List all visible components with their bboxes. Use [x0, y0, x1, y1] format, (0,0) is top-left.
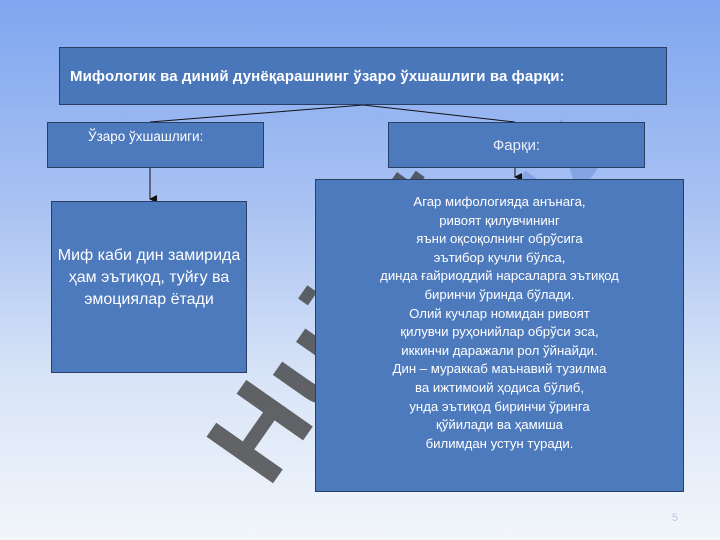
difference-line: биринчи ўринда бўлади.	[424, 286, 575, 302]
difference-line: қўйилади ва ҳамиша	[436, 417, 563, 433]
difference-line: эътибор кучли бўлса,	[433, 249, 566, 265]
diagram-title-box: Мифологик ва диний дунёқарашнинг ўзаро ў…	[59, 47, 667, 105]
difference-line: яъни оқсоқолнинг обрўсига	[416, 231, 583, 247]
difference-line: Дин – мураккаб маънавий тузилма	[392, 361, 607, 377]
difference-heading: Фарқи:	[492, 137, 541, 154]
difference-line: унда эътиқод биринчи ўринга	[409, 398, 590, 414]
difference-line: иккинчи даражали рол ўйнайди.	[401, 342, 598, 358]
difference-body-box: Агар мифологияда анънага, ривоят қилувчи…	[315, 179, 684, 492]
difference-line: ва ижтимоий ҳодиса бўлиб,	[415, 379, 584, 395]
difference-line: билимдан устун туради.	[425, 435, 574, 451]
similarity-body: Миф каби дин замирида ҳам эътиқод, туйғу…	[57, 247, 241, 308]
difference-line: Агар мифологияда анънага,	[413, 194, 586, 209]
difference-line: динда ғайриоддий нарсаларга эътиқод	[380, 268, 619, 284]
similarity-heading-box: Ўзаро ўхшашлиги:	[47, 122, 264, 168]
difference-heading-box: Фарқи:	[388, 122, 645, 168]
connector-title-right	[362, 104, 516, 123]
difference-line: ривоят қилувчининг	[439, 212, 560, 228]
similarity-body-box: Миф каби дин замирида ҳам эътиқод, туйғу…	[51, 201, 247, 373]
connector-title-left	[149, 104, 364, 123]
difference-line: қилувчи руҳонийлар обрўси эса,	[400, 324, 599, 340]
diagram-title: Мифологик ва диний дунёқарашнинг ўзаро ў…	[70, 67, 565, 85]
similarity-heading: Ўзаро ўхшашлиги:	[88, 129, 204, 144]
page-number: 5	[671, 512, 678, 524]
difference-line: Олий кучлар номидан ривоят	[409, 305, 590, 321]
